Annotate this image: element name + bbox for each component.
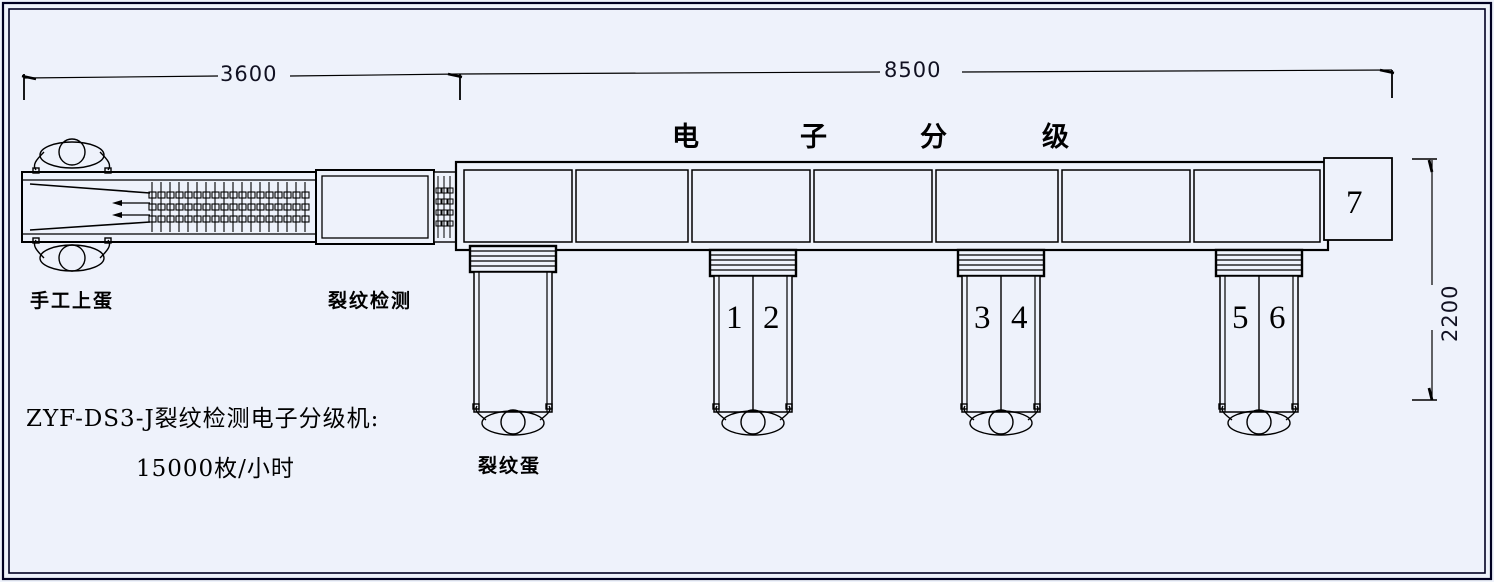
operator-figure-lane-5-6 [1218, 403, 1299, 436]
lane-number-3: 3 [974, 300, 991, 336]
end-station-box [1323, 157, 1393, 241]
label-manual-loading: 手工上蛋 [30, 290, 115, 312]
lane-number-2: 2 [763, 300, 780, 336]
end-station-number: 7 [1346, 185, 1363, 221]
capacity-line: 15000枚/小时 [136, 456, 295, 482]
crack-detection-module [315, 169, 457, 245]
lane-number-1: 1 [726, 300, 743, 336]
main-grading-conveyor [454, 160, 1330, 252]
dimension-label-8500: 8500 [884, 58, 942, 82]
operator-figure-cracked-egg [472, 403, 553, 436]
operator-figure-lane-1-2 [712, 403, 793, 436]
dimension-label-2200: 2200 [1438, 284, 1462, 342]
infeed-conveyor [21, 171, 321, 243]
dimension-line-3600 [21, 72, 463, 100]
dimension-line-2200 [1412, 158, 1437, 401]
output-lane-5-6 [1214, 248, 1304, 413]
operator-figure-lane-3-4 [960, 403, 1041, 436]
model-designation-line: ZYF-DS3-J裂纹检测电子分级机: [26, 406, 380, 432]
operator-figure-infeed-bottom [32, 237, 112, 272]
title-char-1: 电 [672, 122, 699, 153]
output-lane-1-2 [708, 248, 798, 413]
output-lane-3-4 [956, 248, 1046, 413]
title-char-4: 级 [1042, 122, 1069, 153]
dimension-label-3600: 3600 [220, 62, 278, 86]
label-crack-detection: 裂纹检测 [328, 290, 413, 312]
operator-figure-infeed-top [32, 138, 112, 174]
lane-number-4: 4 [1011, 300, 1028, 336]
lane-number-5: 5 [1232, 300, 1249, 336]
dimension-line-8500 [459, 68, 1395, 98]
roller-chain-pattern [148, 182, 310, 232]
output-lane-cracked-egg [468, 244, 558, 413]
label-cracked-egg-output: 裂纹蛋 [478, 455, 542, 477]
title-char-3: 分 [920, 122, 947, 153]
title-char-2: 子 [800, 122, 827, 153]
lane-number-6: 6 [1269, 300, 1286, 336]
